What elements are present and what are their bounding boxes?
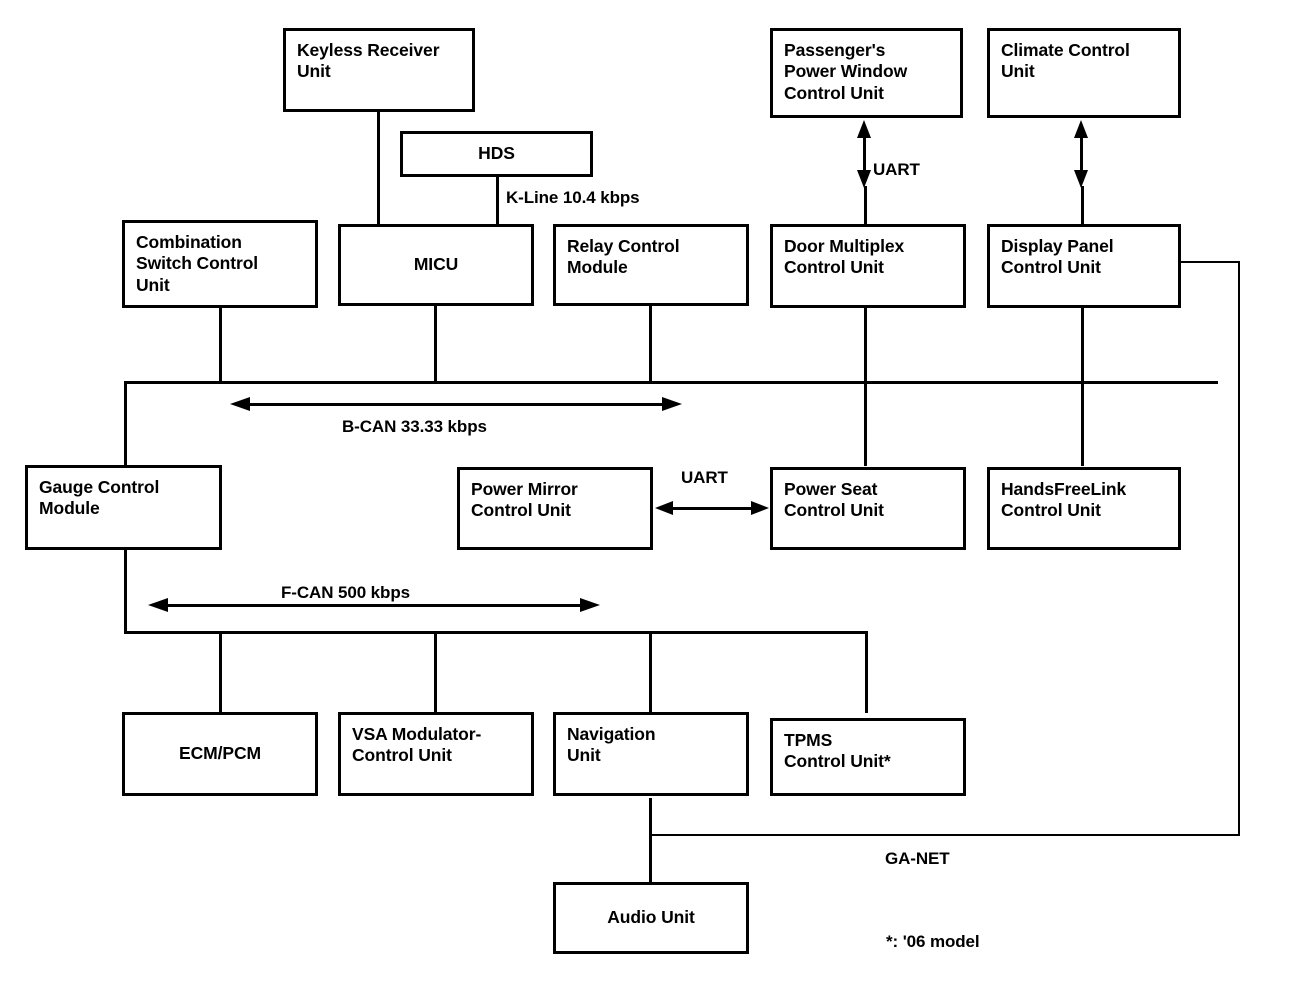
line-combination-switch-to-bcan	[219, 306, 222, 383]
line-fcan-to-vsa	[434, 631, 437, 713]
node-micu[interactable]: MICU	[338, 224, 534, 306]
uart-mirror-seat-arrow	[655, 501, 769, 515]
node-tpms-control-unit[interactable]: TPMS Control Unit*	[770, 718, 966, 796]
node-power-mirror-control-unit[interactable]: Power Mirror Control Unit	[457, 467, 653, 550]
node-label: Passenger's Power Window Control Unit	[784, 40, 908, 103]
node-ecm-pcm[interactable]: ECM/PCM	[122, 712, 318, 796]
line-navigation-to-audio	[649, 798, 652, 884]
node-navigation-unit[interactable]: Navigation Unit	[553, 712, 749, 796]
node-relay-control-module[interactable]: Relay Control Module	[553, 224, 749, 306]
line-keyless-to-micu	[377, 110, 380, 224]
line-climate-to-display-panel	[1081, 186, 1084, 224]
node-climate-control-unit[interactable]: Climate Control Unit	[987, 28, 1181, 118]
node-label: Power Mirror Control Unit	[471, 479, 578, 521]
node-label: MICU	[413, 254, 459, 275]
label-ga-net: GA-NET	[885, 849, 950, 868]
line-hds-k-line	[496, 175, 499, 224]
node-keyless-receiver-unit[interactable]: Keyless Receiver Unit	[283, 28, 475, 112]
ganet-right-segment	[1238, 261, 1240, 836]
node-label: ECM/PCM	[179, 743, 261, 764]
line-gauge-to-fcan	[124, 548, 127, 634]
line-fcan-to-tpms	[865, 631, 868, 713]
ganet-bottom-segment	[650, 834, 1240, 836]
label-b-can: B-CAN 33.33 kbps	[342, 417, 487, 436]
line-fcan-to-navigation	[649, 631, 652, 713]
node-label: Power Seat Control Unit	[784, 479, 884, 521]
node-combination-switch-control-unit[interactable]: Combination Switch Control Unit	[122, 220, 318, 308]
node-label: Relay Control Module	[567, 236, 680, 278]
node-label: Climate Control Unit	[1001, 40, 1130, 82]
line-display-panel-to-handsfreelink	[1081, 308, 1084, 466]
node-door-multiplex-control-unit[interactable]: Door Multiplex Control Unit	[770, 224, 966, 308]
node-passenger-power-window-control-unit[interactable]: Passenger's Power Window Control Unit	[770, 28, 963, 118]
node-display-panel-control-unit[interactable]: Display Panel Control Unit	[987, 224, 1181, 308]
label-k-line: K-Line 10.4 kbps	[506, 188, 640, 207]
uart-passenger-window-arrow	[857, 120, 871, 188]
label-f-can: F-CAN 500 kbps	[281, 583, 410, 602]
node-label: Gauge Control Module	[39, 477, 160, 519]
fcan-bus-line	[124, 631, 868, 634]
bcan-bus-line	[124, 381, 1218, 384]
label-uart-mirror-seat: UART	[681, 468, 728, 487]
uart-climate-arrow	[1074, 120, 1088, 188]
fcan-double-arrow	[148, 598, 600, 612]
node-label: Door Multiplex Control Unit	[784, 236, 905, 278]
node-hds[interactable]: HDS	[400, 131, 593, 177]
line-door-multiplex-to-power-seat	[864, 308, 867, 466]
line-relay-control-to-bcan	[649, 306, 652, 383]
node-label: Audio Unit	[607, 907, 695, 928]
node-label: HDS	[478, 143, 515, 164]
label-footnote: *: '06 model	[886, 932, 980, 951]
node-vsa-modulator-control-unit[interactable]: VSA Modulator- Control Unit	[338, 712, 534, 796]
line-passenger-window-to-door-multiplex	[864, 186, 867, 224]
node-power-seat-control-unit[interactable]: Power Seat Control Unit	[770, 467, 966, 550]
node-handsfreelink-control-unit[interactable]: HandsFreeLink Control Unit	[987, 467, 1181, 550]
ganet-top-segment	[1181, 261, 1240, 263]
node-label: Keyless Receiver Unit	[297, 40, 440, 82]
node-label: Display Panel Control Unit	[1001, 236, 1114, 278]
bcan-double-arrow	[230, 397, 682, 411]
node-audio-unit[interactable]: Audio Unit	[553, 882, 749, 954]
line-fcan-to-ecm-pcm	[219, 631, 222, 713]
node-label: Combination Switch Control Unit	[136, 232, 259, 295]
node-gauge-control-module[interactable]: Gauge Control Module	[25, 465, 222, 550]
node-label: VSA Modulator- Control Unit	[352, 724, 482, 766]
node-label: TPMS Control Unit*	[784, 730, 891, 772]
node-label: HandsFreeLink Control Unit	[1001, 479, 1127, 521]
label-uart-passenger-window: UART	[873, 160, 920, 179]
bcan-left-riser	[124, 381, 127, 467]
line-micu-to-bcan	[434, 306, 437, 383]
node-label: Navigation Unit	[567, 724, 656, 766]
